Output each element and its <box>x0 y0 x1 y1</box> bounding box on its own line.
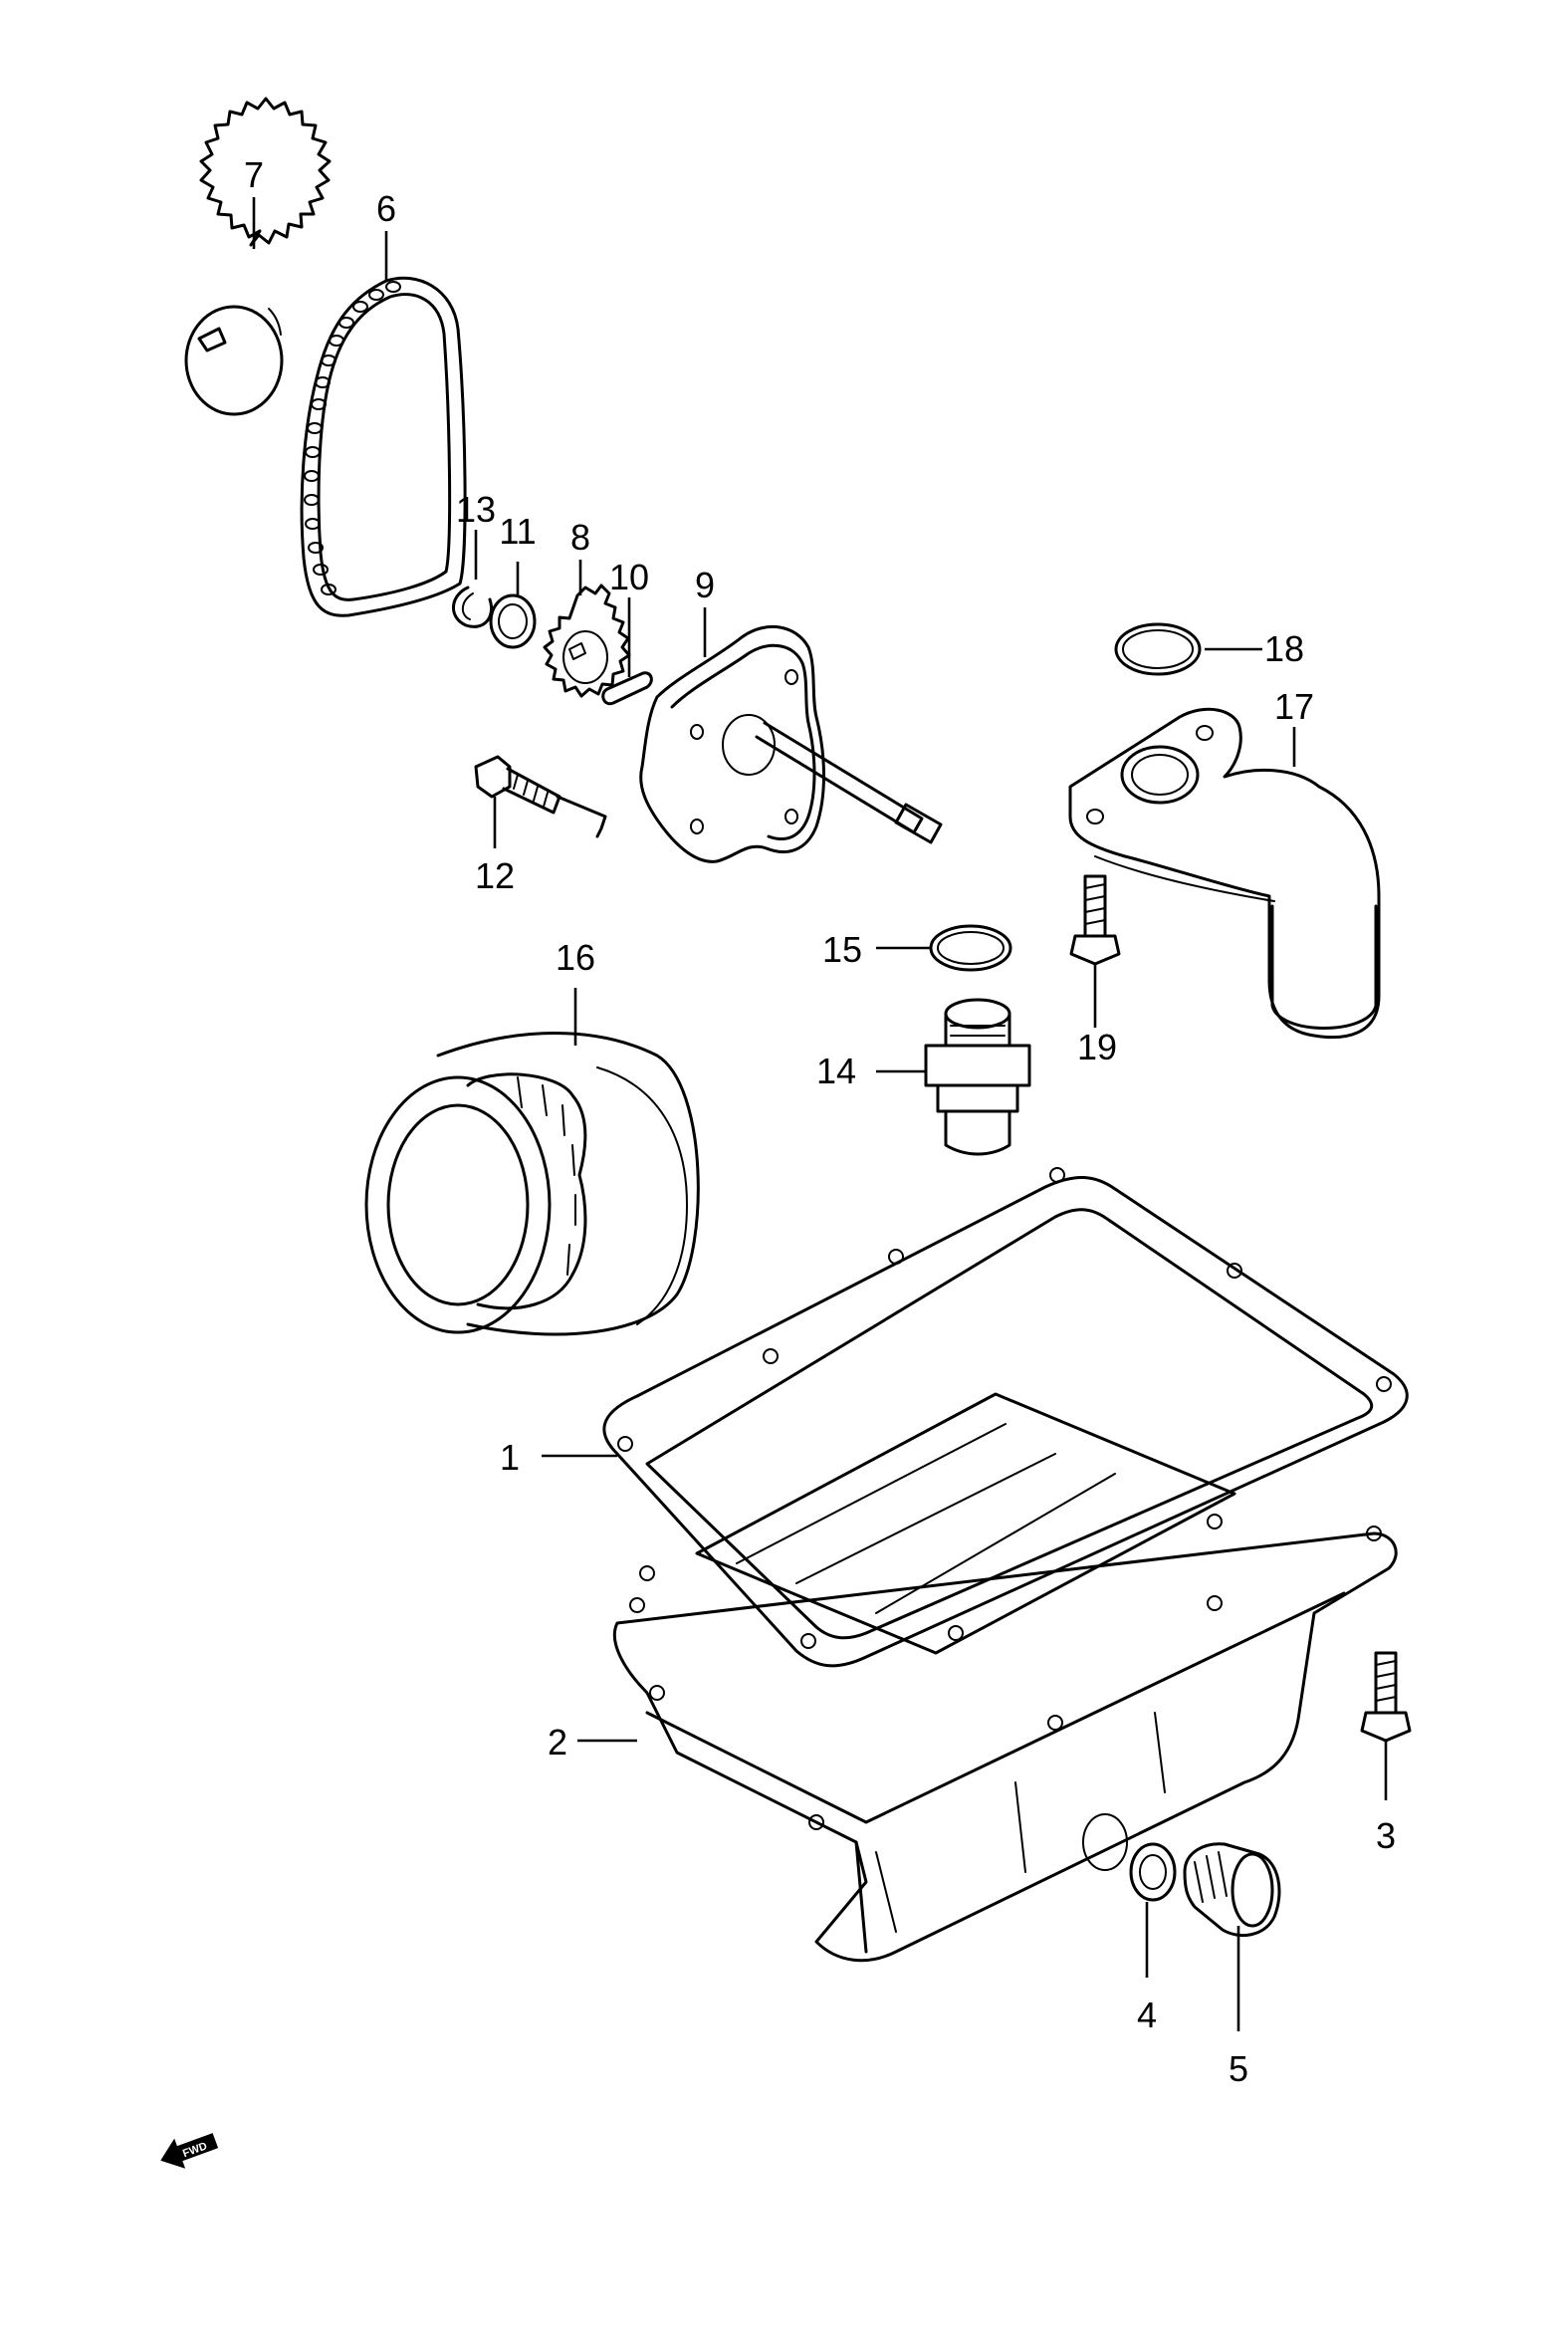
part-6-chain[interactable] <box>300 276 467 617</box>
callout-4: 4 <box>1137 1995 1157 2035</box>
part-8-pump-gear[interactable] <box>543 584 631 698</box>
callout-6: 6 <box>376 188 396 229</box>
callout-12: 12 <box>475 855 515 896</box>
part-9-oil-pump[interactable] <box>639 624 943 863</box>
part-16-oil-filter[interactable] <box>364 1032 700 1336</box>
forward-arrow-icon: FWD <box>160 2133 219 2169</box>
callout-10: 10 <box>609 557 649 597</box>
part-12-bolt[interactable] <box>474 755 607 838</box>
callout-15: 15 <box>822 929 862 970</box>
callout-19: 19 <box>1077 1027 1117 1067</box>
callout-labels: 1 2 3 4 5 6 7 8 9 10 11 12 13 14 15 16 1… <box>244 154 1396 2089</box>
leader-lines <box>252 197 1388 2031</box>
callout-9: 9 <box>695 565 715 605</box>
part-13-circlip[interactable] <box>452 586 493 628</box>
callout-14: 14 <box>816 1051 856 1091</box>
part-5-drain-plug[interactable] <box>1183 1842 1281 1938</box>
part-2-oil-pan[interactable] <box>612 1392 1398 1963</box>
callout-13: 13 <box>456 489 496 530</box>
callout-1: 1 <box>500 1437 520 1478</box>
callout-2: 2 <box>548 1722 567 1763</box>
part-14-oil-pressure-switch[interactable] <box>924 998 1031 1156</box>
part-19-bolt[interactable] <box>1069 874 1121 966</box>
part-3-bolt[interactable] <box>1360 1651 1412 1743</box>
callout-7: 7 <box>244 154 264 195</box>
callout-8: 8 <box>570 517 590 558</box>
part-18-o-ring[interactable] <box>1114 622 1202 676</box>
callout-18: 18 <box>1264 628 1304 669</box>
callout-11: 11 <box>499 511 536 552</box>
part-17-oil-strainer[interactable] <box>1068 707 1381 1040</box>
part-1-gasket[interactable] <box>602 1167 1409 1668</box>
callout-3: 3 <box>1376 1815 1396 1856</box>
part-10-pin[interactable] <box>601 671 653 706</box>
part-11-washer[interactable] <box>489 593 537 649</box>
part-4-gasket-washer[interactable] <box>1129 1842 1177 1902</box>
callout-16: 16 <box>556 937 595 978</box>
callout-17: 17 <box>1274 686 1314 727</box>
part-15-o-ring[interactable] <box>929 924 1012 972</box>
part-7-sprocket[interactable] <box>184 97 332 416</box>
callout-5: 5 <box>1229 2048 1248 2089</box>
